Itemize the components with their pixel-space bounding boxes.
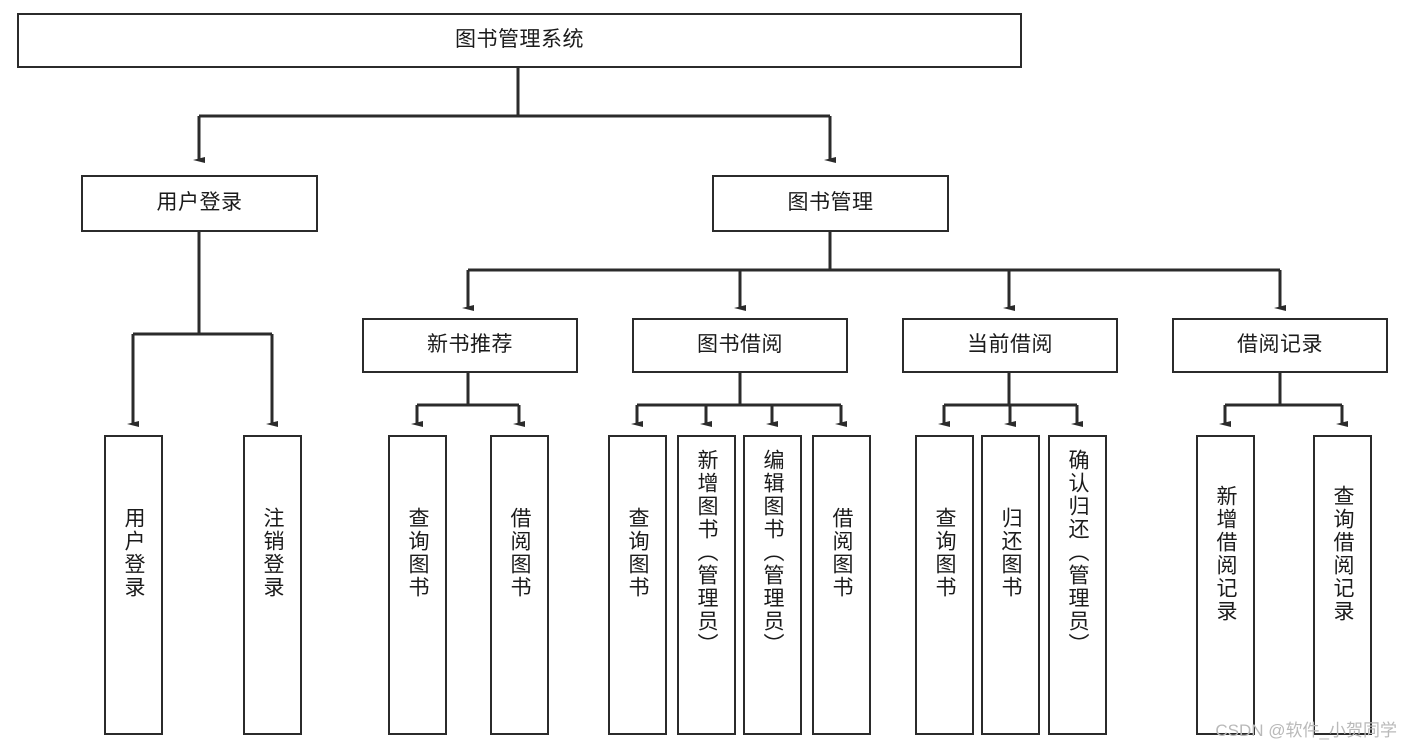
node-leaf-query-book-borrow[interactable]: 查询图书	[608, 435, 667, 735]
node-leaf-logout[interactable]: 注销登录	[243, 435, 302, 735]
node-leaf-user-login[interactable]: 用户登录	[104, 435, 163, 735]
node-label: 查询图书	[933, 507, 956, 599]
node-borrow-record[interactable]: 借阅记录	[1172, 318, 1388, 373]
node-leaf-confirm-return-admin[interactable]: 确认归还（管理员）	[1048, 435, 1107, 735]
node-label: 归还图书	[999, 507, 1022, 599]
node-label: 图书管理	[787, 191, 874, 215]
node-leaf-return-book[interactable]: 归还图书	[981, 435, 1040, 735]
node-label: 注销登录	[261, 507, 284, 599]
node-leaf-query-book-recommend[interactable]: 查询图书	[388, 435, 447, 735]
node-leaf-edit-book-admin[interactable]: 编辑图书（管理员）	[743, 435, 802, 735]
node-label: 确认归还（管理员）	[1066, 449, 1089, 656]
node-label: 查询图书	[626, 507, 649, 599]
node-root-book-management-system[interactable]: 图书管理系统	[17, 13, 1022, 68]
node-label: 新增借阅记录	[1214, 485, 1237, 623]
node-label: 编辑图书（管理员）	[761, 449, 784, 656]
node-label: 查询借阅记录	[1331, 485, 1354, 623]
node-leaf-query-borrow-record[interactable]: 查询借阅记录	[1313, 435, 1372, 735]
node-label: 新书推荐	[427, 333, 513, 357]
node-label: 借阅图书	[508, 507, 531, 599]
node-current-borrow[interactable]: 当前借阅	[902, 318, 1118, 373]
node-label: 借阅记录	[1237, 333, 1323, 357]
node-label: 借阅图书	[830, 507, 853, 599]
node-leaf-query-book-current[interactable]: 查询图书	[915, 435, 974, 735]
node-leaf-add-borrow-record[interactable]: 新增借阅记录	[1196, 435, 1255, 735]
node-label: 当前借阅	[967, 333, 1053, 357]
node-book-management[interactable]: 图书管理	[712, 175, 949, 232]
node-label: 图书管理系统	[455, 28, 584, 52]
node-label: 用户登录	[122, 507, 145, 599]
node-new-book-recommend[interactable]: 新书推荐	[362, 318, 578, 373]
node-leaf-add-book-admin[interactable]: 新增图书（管理员）	[677, 435, 736, 735]
node-label: 图书借阅	[697, 333, 783, 357]
node-label: 用户登录	[156, 191, 243, 215]
node-user-login[interactable]: 用户登录	[81, 175, 318, 232]
node-label: 查询图书	[406, 507, 429, 599]
node-leaf-borrow-book-recommend[interactable]: 借阅图书	[490, 435, 549, 735]
node-leaf-borrow-book[interactable]: 借阅图书	[812, 435, 871, 735]
node-label: 新增图书（管理员）	[695, 449, 718, 656]
node-book-borrow[interactable]: 图书借阅	[632, 318, 848, 373]
